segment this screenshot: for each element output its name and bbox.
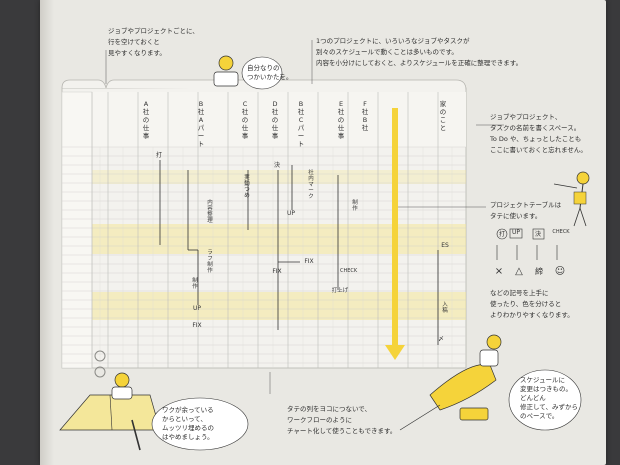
table-mark: CHECK <box>340 268 358 274</box>
bubble-bottom-left-text: ワクが余っている からといって、 ムッツリ埋めるの はやめましょう。 <box>162 406 214 441</box>
eraser-person-illustration <box>399 334 502 431</box>
legend-symbol: UP <box>511 229 520 236</box>
page-gutter <box>40 0 54 465</box>
table-mark: UP <box>286 210 295 217</box>
column-header: C社の仕事 <box>241 100 249 140</box>
column-header: 家のこと <box>439 100 447 132</box>
table-mark: 入稿 <box>442 302 448 314</box>
legend-symbol: 締 <box>535 267 543 276</box>
speech-bubble <box>151 397 249 451</box>
column-header: F社 B社 <box>361 100 369 132</box>
column-header: E社の仕事 <box>337 100 345 140</box>
date-column <box>61 91 93 369</box>
table-mark: 制作 <box>192 278 198 290</box>
table-mark: 打上げ <box>331 288 349 294</box>
grid-lines <box>62 146 466 364</box>
speech-bubble <box>241 56 283 90</box>
table-mark: 社内マーク <box>308 170 314 200</box>
column-header: D社の仕事 <box>271 100 279 140</box>
column-header: B社 Cパート <box>297 100 305 148</box>
table-mark: 〆 <box>437 336 444 343</box>
table-mark: FIX <box>272 268 282 275</box>
column-separators <box>91 92 439 368</box>
legend-symbol: CHECK <box>552 229 570 235</box>
highlight-row <box>62 170 466 184</box>
table-mark: UP <box>192 305 201 312</box>
person-top-illustration <box>213 55 239 87</box>
workflow-lines <box>159 160 439 345</box>
table-mark: 決 <box>273 162 280 169</box>
table-mark: FIX <box>304 258 314 265</box>
note-right-top: ジョブやプロジェクト、 タスクの名前を書くスペース。 To Do や、ちょっとし… <box>490 113 587 154</box>
table-mark: 内容整理 <box>207 200 213 224</box>
leader-lines <box>105 40 504 394</box>
column-header: A社の仕事 <box>142 100 150 140</box>
column-header-band <box>62 92 466 147</box>
note-right-mid: プロジェクトテーブルは タテに使います。 <box>490 201 562 220</box>
bubble-bottom-right-text: スケジュールに 変更はつきもの。 どんどん 修正して、みずから のペースで。 <box>520 376 578 420</box>
table-mark: ES <box>441 242 449 249</box>
highlight-row <box>62 292 466 320</box>
timeline-arrow <box>392 108 398 348</box>
legend-symbol: 決 <box>534 231 541 238</box>
note-top-center: 1つのプロジェクトに、いろいろなジョブやタスクが 別々のスケジュールで動くことは… <box>316 37 523 67</box>
table-mark: 打 <box>155 152 162 159</box>
notebook-person-illustration <box>59 372 161 451</box>
note-top-left: ジョブやプロジェクトごとに、 行を空けておくと 見やすくなります。 <box>108 27 199 57</box>
table-mark: ラフ制作 <box>207 250 213 274</box>
column-header: B社 Aパート <box>197 100 205 148</box>
note-right-bottom: などの記号を上手に 使ったり、色を分けると よりわかりやすくなります。 <box>490 289 574 319</box>
table-mark: FIX <box>192 322 202 329</box>
legend-symbol-shapes <box>496 228 558 260</box>
table-mark: 制作 <box>352 200 358 212</box>
table-mark: 実動つめ <box>244 175 250 199</box>
person-right-illustration <box>553 171 590 227</box>
speech-bubble <box>508 369 582 431</box>
legend-symbol: △ <box>515 266 523 277</box>
legend-symbol: 打 <box>498 231 505 238</box>
highlight-row <box>62 224 466 254</box>
note-bottom-center: タテの列をヨコにつないで、 ワークフローのように チャート化して使うこともできま… <box>287 405 397 435</box>
legend-symbol: ☺ <box>554 266 566 277</box>
legend-symbol: × <box>494 266 504 277</box>
bubble-top-text: 自分なりの つかいかたを。 <box>247 64 293 81</box>
